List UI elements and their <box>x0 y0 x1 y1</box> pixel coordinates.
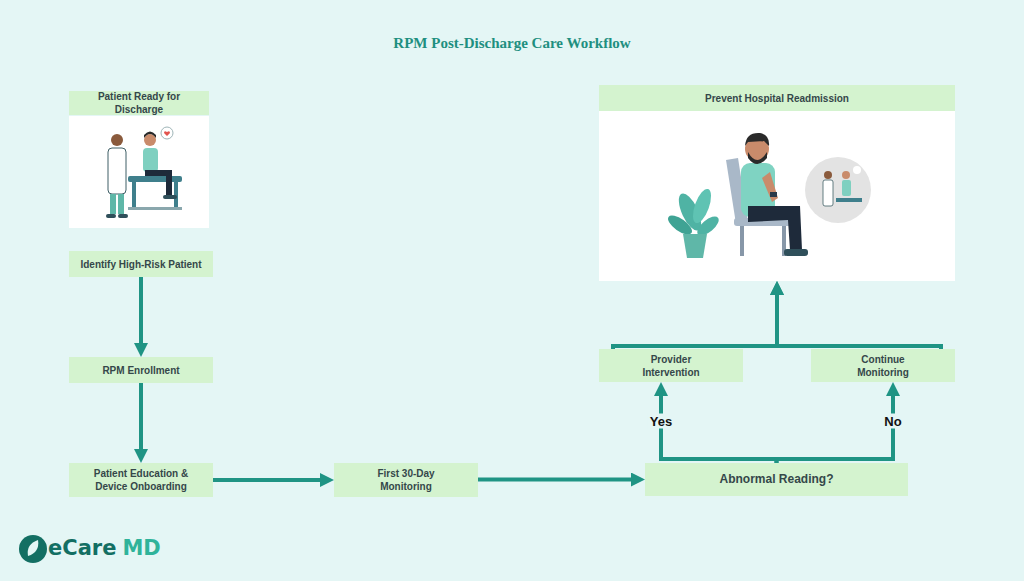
header-strip: Prevent Hospital Readmission <box>599 85 955 111</box>
table-base <box>128 207 182 210</box>
text-column: First 30-Day Monitoring <box>366 467 446 493</box>
node-text: Patient Ready for Discharge <box>74 90 204 116</box>
patient-shirt <box>143 148 158 172</box>
doctor-coat <box>108 148 126 194</box>
plant-pot <box>683 234 707 258</box>
process-box: RPM Enrollment <box>69 357 213 383</box>
text-column: Patient Education & Device Onboarding <box>86 467 196 493</box>
framed-node: Prevent Hospital Readmission <box>599 85 955 281</box>
doctor-leg <box>110 194 116 214</box>
doctor-head <box>111 134 123 146</box>
smartwatch <box>770 192 777 197</box>
process-box: Provider Intervention <box>599 349 743 382</box>
node-text: Patient Education & Device Onboarding <box>86 467 196 493</box>
logo-text: eCare <box>48 534 116 562</box>
node-text: Continue Monitoring <box>843 353 923 379</box>
process-box: First 30-Day Monitoring <box>334 463 478 497</box>
man-hair <box>745 133 769 146</box>
logo-circle <box>19 535 47 563</box>
text-column: Continue Monitoring <box>843 353 923 379</box>
inset-bubble <box>853 166 861 174</box>
process-box: Continue Monitoring <box>811 349 955 382</box>
logo-icon <box>19 535 47 563</box>
man-head <box>745 137 769 161</box>
speech-bubble <box>161 127 173 139</box>
plant-leaf <box>665 212 695 238</box>
process-box: Identify High-Risk Patient <box>69 251 213 277</box>
logo-text: MD <box>122 534 160 562</box>
header-strip: Patient Ready for Discharge <box>69 91 209 115</box>
text-column: Prevent Hospital Readmission <box>705 92 849 105</box>
patient-shoe <box>163 195 177 199</box>
table-leg <box>174 182 178 208</box>
chair-seat <box>734 218 792 226</box>
chair-back <box>726 158 748 224</box>
logo: eCareMD <box>48 534 161 562</box>
inset-doctor <box>823 180 833 206</box>
node-text: RPM Enrollment <box>102 364 179 377</box>
heart-icon <box>164 131 170 136</box>
text-column: RPM Enrollment <box>102 364 179 377</box>
node-text: Abnormal Reading? <box>719 472 833 487</box>
flow-arrow <box>777 293 941 349</box>
discharge-illustration <box>69 116 209 228</box>
patient-hair <box>144 132 156 139</box>
doctor-shoe <box>106 214 116 218</box>
man-shoe <box>784 249 808 256</box>
diagram-title: RPM Post-Discharge Care Workflow <box>0 35 1024 52</box>
flow-arrow <box>139 383 143 451</box>
inset-table <box>836 198 862 202</box>
exam-table <box>128 176 182 182</box>
inset-doctor-head <box>824 171 832 179</box>
doctor-shoe <box>118 214 128 218</box>
node-text: Identify High-Risk Patient <box>80 258 201 271</box>
flow-arrow <box>213 478 322 482</box>
logo-leaf <box>28 540 39 556</box>
inset-patient-head <box>842 171 850 179</box>
flow-arrow <box>777 394 894 463</box>
flow-arrow <box>139 277 143 345</box>
text-column: Patient Ready for Discharge <box>74 90 204 116</box>
readmission-illustration <box>599 111 955 281</box>
flow-arrow <box>478 478 633 482</box>
patient-pants <box>145 170 172 196</box>
illustration-panel <box>69 116 209 228</box>
table-leg <box>132 182 136 208</box>
illustration-panel <box>599 111 955 281</box>
plant-leaf <box>694 213 722 239</box>
man-beard <box>748 152 767 164</box>
text-column: Identify High-Risk Patient <box>80 258 201 271</box>
node-text: Provider Intervention <box>631 353 711 379</box>
man-pants <box>748 206 802 250</box>
inset-patient <box>842 180 851 196</box>
flow-arrow <box>661 394 777 463</box>
edge-label: Yes <box>648 413 674 428</box>
man-shirt <box>741 163 775 217</box>
node-text: First 30-Day Monitoring <box>366 467 446 493</box>
text-column: Abnormal Reading? <box>719 472 833 487</box>
chair-leg <box>740 226 744 256</box>
text-column: Provider Intervention <box>631 353 711 379</box>
plant-leaf <box>689 187 714 226</box>
doctor-leg <box>118 194 124 214</box>
patient-head <box>144 134 156 146</box>
process-box: Patient Education & Device Onboarding <box>69 463 213 497</box>
node-text: Prevent Hospital Readmission <box>705 92 849 105</box>
plant-leaf <box>674 190 705 233</box>
process-box: Abnormal Reading? <box>645 463 908 496</box>
edge-label: No <box>882 413 903 428</box>
man-arm <box>762 172 778 202</box>
chair-leg <box>782 226 786 256</box>
inset-circle <box>805 157 871 223</box>
framed-node: Patient Ready for Discharge <box>69 91 209 228</box>
flow-arrow <box>613 293 777 349</box>
